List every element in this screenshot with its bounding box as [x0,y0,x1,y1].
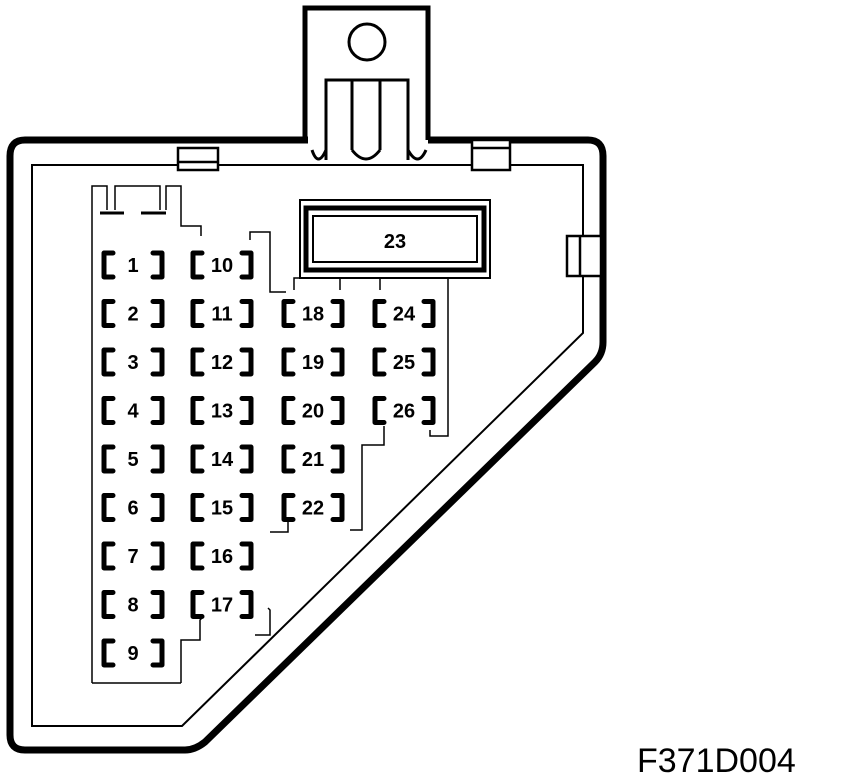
fuse-4: 4 [101,396,165,425]
fuse-slot-bracket [190,590,254,619]
fuse-slot-bracket [372,396,436,425]
fuse-slot-bracket [190,396,254,425]
fuse-slot-bracket [281,493,345,522]
fuse-12: 12 [190,347,254,377]
fuse-slot-bracket [101,347,165,377]
fuse-4-label: 4 [127,401,139,423]
fuse-slot-bracket [190,347,254,377]
fuse-7-label: 7 [127,546,138,568]
fuse-13-label: 13 [211,401,233,423]
fuse-11: 11 [190,299,254,328]
fuse-21-label: 21 [302,449,324,471]
fuse-15: 15 [190,493,254,522]
fuse-slot-bracket [190,541,254,571]
fuse-18-label: 18 [302,304,324,326]
fuse-21: 21 [281,444,345,474]
drawing-code: F371D004 [637,742,796,780]
fuse-3-label: 3 [127,352,138,374]
fuse-8-label: 8 [127,595,138,617]
fuse-24: 24 [372,299,436,328]
fuse-13: 13 [190,396,254,425]
fuse-slot-bracket [190,250,254,280]
fuse-slot-bracket [101,250,165,280]
fuse-5: 5 [101,444,165,474]
fuse-2: 2 [101,299,165,328]
fuse-8: 8 [101,590,165,619]
fuse-slot-bracket [372,347,436,377]
fuse-slot-bracket [281,444,345,474]
fuse-3: 3 [101,347,165,377]
fuse-slot-bracket [281,347,345,377]
maxi-fuse-slot [299,199,491,279]
fuse-9: 9 [101,638,165,668]
fuse-slot-bracket [101,638,165,668]
fuse-22: 22 [281,493,345,522]
fuse-25: 25 [372,347,436,377]
fuse-20: 20 [281,396,345,425]
fuse-14: 14 [190,444,254,474]
fuse-1-label: 1 [127,255,138,277]
fuse-22-label: 22 [302,498,324,520]
fuse-5-label: 5 [127,449,138,471]
fuse-18: 18 [281,299,345,328]
fuse-19: 19 [281,347,345,377]
fuse-box-housing [6,136,607,754]
fuse-26-label: 26 [393,401,415,423]
fuse-2-label: 2 [127,304,138,326]
fuse-10: 10 [190,250,254,280]
fuse-9-label: 9 [127,643,138,665]
maxi-fuse-23-label: 23 [384,231,406,253]
fuse-slot-bracket [101,444,165,474]
fuse-slot-bracket [101,493,165,522]
fuse-slot-bracket [101,299,165,328]
fuse-16: 16 [190,541,254,571]
housing-clips [176,138,603,278]
fuse-17-label: 17 [211,595,233,617]
fuse-10-label: 10 [211,255,233,277]
fuse-17: 17 [190,590,254,619]
fuse-7: 7 [101,541,165,571]
fuse-slot-bracket [190,493,254,522]
mounting-tab [302,5,431,161]
fuse-slot-bracket [101,590,165,619]
fuse-slot-bracket [281,299,345,328]
fuse-slot-bracket [372,299,436,328]
fuse-26: 26 [372,396,436,425]
fuse-15-label: 15 [211,498,233,520]
fuse-6-label: 6 [127,498,138,520]
fuse-slot-bracket [101,541,165,571]
fuse-14-label: 14 [211,449,234,471]
fuse-partitions [91,185,449,684]
fuse-1: 1 [101,250,165,280]
fuse-slot-bracket [190,444,254,474]
fuse-16-label: 16 [211,546,233,568]
fuse-slot-bracket [101,396,165,425]
fuse-12-label: 12 [211,352,233,374]
fuse-slots: 1 10 2 11 18 24 3 12 19 25 4 13 20 26 5 14 21 6 15 22 7 16 8 17… [101,250,436,668]
fuse-slot-bracket [190,299,254,328]
fuse-20-label: 20 [302,401,324,423]
fuse-25-label: 25 [393,352,415,374]
fuse-slot-bracket [281,396,345,425]
fuse-19-label: 19 [302,352,324,374]
fuse-24-label: 24 [393,304,416,326]
fuse-6: 6 [101,493,165,522]
fuse-11-label: 11 [211,304,232,326]
